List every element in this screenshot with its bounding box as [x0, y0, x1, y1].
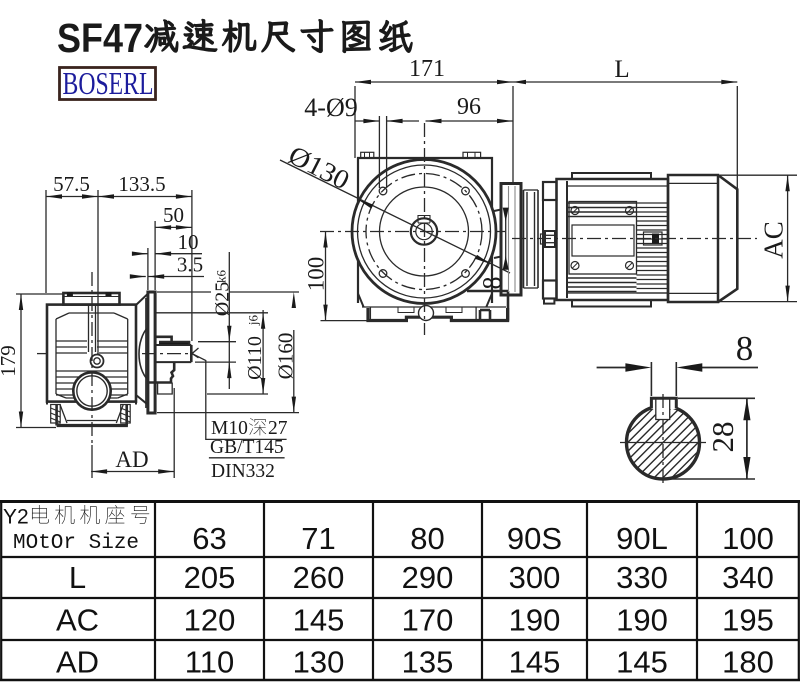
svg-text:179: 179 — [0, 345, 20, 377]
svg-text:145: 145 — [293, 603, 345, 638]
svg-text:100: 100 — [304, 257, 329, 292]
svg-text:M10: M10 — [211, 418, 248, 439]
svg-text:145: 145 — [616, 645, 668, 680]
svg-text:190: 190 — [616, 603, 668, 638]
svg-text:260: 260 — [293, 560, 345, 595]
svg-text:GB/T145: GB/T145 — [210, 437, 284, 458]
svg-text:80: 80 — [410, 521, 444, 556]
svg-text:63: 63 — [192, 521, 226, 556]
svg-text:L: L — [614, 56, 629, 83]
svg-text:133.5: 133.5 — [118, 172, 165, 196]
svg-text:71: 71 — [301, 521, 335, 556]
svg-text:27: 27 — [268, 418, 288, 439]
svg-text:Ø110: Ø110 — [244, 336, 266, 380]
svg-text:195: 195 — [722, 603, 774, 638]
svg-text:135: 135 — [402, 645, 454, 680]
svg-text:Ø160: Ø160 — [273, 333, 297, 380]
svg-text:DIN332: DIN332 — [211, 461, 275, 482]
svg-text:180: 180 — [722, 645, 774, 680]
svg-text:50: 50 — [163, 203, 184, 227]
svg-text:290: 290 — [402, 560, 454, 595]
svg-text:8: 8 — [736, 329, 754, 368]
svg-text:90L: 90L — [616, 521, 668, 556]
svg-text:205: 205 — [184, 560, 236, 595]
svg-text:k6: k6 — [214, 270, 229, 284]
svg-text:L: L — [69, 560, 86, 595]
svg-text:BOSERL: BOSERL — [63, 65, 154, 101]
svg-text:110: 110 — [185, 645, 234, 680]
svg-text:340: 340 — [722, 560, 774, 595]
svg-text:j6: j6 — [246, 314, 261, 326]
svg-text:145: 145 — [509, 645, 561, 680]
svg-text:8: 8 — [478, 276, 507, 289]
svg-text:AD: AD — [115, 447, 148, 472]
svg-text:130: 130 — [293, 645, 345, 680]
svg-text:330: 330 — [616, 560, 668, 595]
svg-text:Y2: Y2 — [3, 506, 29, 529]
svg-text:MOtOr Size: MOtOr Size — [13, 532, 139, 555]
svg-text:28: 28 — [705, 422, 740, 453]
svg-text:57.5: 57.5 — [53, 172, 90, 196]
svg-text:300: 300 — [509, 560, 561, 595]
svg-text:3.5: 3.5 — [177, 253, 203, 277]
svg-text:96: 96 — [457, 94, 481, 120]
svg-text:AD: AD — [56, 645, 99, 680]
svg-text:Ø25: Ø25 — [212, 282, 234, 316]
svg-text:AC: AC — [56, 603, 99, 638]
svg-text:171: 171 — [409, 56, 445, 82]
svg-text:AC: AC — [758, 221, 788, 259]
svg-text:90S: 90S — [507, 521, 562, 556]
svg-text:SF47: SF47 — [57, 15, 143, 61]
svg-text:10: 10 — [178, 230, 199, 254]
svg-text:170: 170 — [402, 603, 454, 638]
svg-text:100: 100 — [722, 521, 774, 556]
svg-text:190: 190 — [509, 603, 561, 638]
svg-text:120: 120 — [184, 603, 236, 638]
svg-text:4-Ø9: 4-Ø9 — [304, 93, 357, 122]
